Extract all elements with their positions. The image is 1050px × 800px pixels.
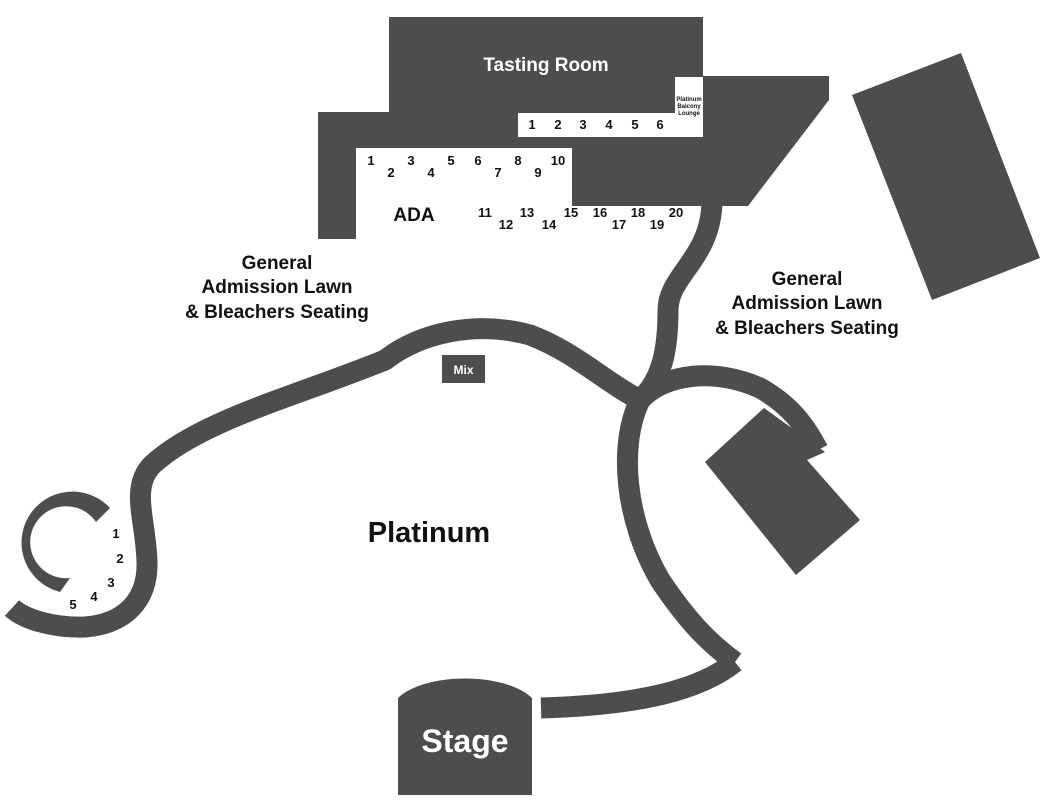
upper-box-9[interactable]: 9 bbox=[534, 165, 541, 180]
circle-box-5[interactable]: 5 bbox=[69, 597, 76, 612]
upper-box-5[interactable]: 5 bbox=[447, 153, 454, 168]
lower-box-19[interactable]: 19 bbox=[650, 217, 664, 232]
lower-box-numbers: 11 12 13 14 15 16 17 18 19 20 bbox=[478, 205, 683, 232]
walkway-upper-left bbox=[4, 318, 645, 638]
walkway-center-down bbox=[616, 395, 742, 671]
platinum-section-label[interactable]: Platinum bbox=[368, 517, 490, 549]
stage-label[interactable]: Stage bbox=[421, 723, 508, 759]
ga-left-line2: Admission Lawn bbox=[202, 277, 353, 298]
lower-box-18[interactable]: 18 bbox=[631, 205, 645, 220]
lower-box-20[interactable]: 20 bbox=[669, 205, 683, 220]
upper-box-7[interactable]: 7 bbox=[494, 165, 501, 180]
upper-box-4[interactable]: 4 bbox=[427, 165, 435, 180]
lower-box-11[interactable]: 11 bbox=[478, 205, 492, 220]
walkways bbox=[4, 199, 828, 719]
tasting-room-right-block bbox=[572, 76, 829, 206]
balcony-lounge-panel bbox=[675, 77, 703, 137]
balcony-box-5[interactable]: 5 bbox=[631, 117, 638, 132]
lower-box-16[interactable]: 16 bbox=[593, 205, 607, 220]
ga-right-line1: General bbox=[772, 269, 843, 290]
lower-box-13[interactable]: 13 bbox=[520, 205, 534, 220]
upper-box-2[interactable]: 2 bbox=[387, 165, 394, 180]
upper-box-3[interactable]: 3 bbox=[407, 153, 414, 168]
circle-box-numbers: 1 2 3 4 5 bbox=[69, 526, 123, 612]
upper-box-10[interactable]: 10 bbox=[551, 153, 565, 168]
balcony-box-3[interactable]: 3 bbox=[579, 117, 586, 132]
lower-box-17[interactable]: 17 bbox=[612, 217, 626, 232]
upper-box-numbers: 1 2 3 4 5 6 7 8 9 10 bbox=[367, 153, 565, 180]
ga-left-label[interactable]: General Admission Lawn & Bleachers Seati… bbox=[185, 253, 369, 323]
ga-left-line3: & Bleachers Seating bbox=[185, 302, 369, 323]
tasting-room-balcony-strip bbox=[518, 137, 703, 148]
ada-label[interactable]: ADA bbox=[393, 205, 434, 226]
balcony-box-2[interactable]: 2 bbox=[554, 117, 561, 132]
stage bbox=[398, 678, 532, 795]
balcony-label-line2: Balcony bbox=[677, 104, 701, 110]
tasting-room-right-stub bbox=[695, 196, 715, 206]
balcony-label-line3: Lounge bbox=[678, 111, 700, 117]
circle-box-2[interactable]: 2 bbox=[116, 551, 123, 566]
balcony-label-line1: Platinum bbox=[676, 97, 701, 103]
ga-left-line1: General bbox=[242, 253, 313, 274]
balcony-box-numbers: 1 2 3 4 5 6 bbox=[528, 117, 663, 132]
mix-label: Mix bbox=[453, 363, 473, 377]
tasting-room-main bbox=[389, 17, 703, 113]
lower-box-15[interactable]: 15 bbox=[564, 205, 578, 220]
tasting-room-top-strip bbox=[318, 112, 518, 148]
upper-box-6[interactable]: 6 bbox=[474, 153, 481, 168]
building-right-lower bbox=[705, 408, 860, 575]
balcony-box-4[interactable]: 4 bbox=[605, 117, 613, 132]
lower-box-14[interactable]: 14 bbox=[542, 217, 557, 232]
mix-booth bbox=[442, 355, 485, 383]
upper-box-1[interactable]: 1 bbox=[367, 153, 374, 168]
balcony-box-1[interactable]: 1 bbox=[528, 117, 535, 132]
ga-right-label[interactable]: General Admission Lawn & Bleachers Seati… bbox=[715, 269, 899, 339]
walkway-right-branch bbox=[632, 365, 828, 455]
upper-box-8[interactable]: 8 bbox=[514, 153, 521, 168]
ga-right-line2: Admission Lawn bbox=[732, 293, 883, 314]
tasting-room-label[interactable]: Tasting Room bbox=[483, 55, 608, 76]
building-far-right bbox=[852, 53, 1040, 300]
walkway-to-stage bbox=[540, 653, 742, 719]
ga-right-line3: & Bleachers Seating bbox=[715, 318, 899, 339]
circle-pavilion bbox=[21, 491, 110, 592]
circle-box-1[interactable]: 1 bbox=[112, 526, 119, 541]
circle-box-4[interactable]: 4 bbox=[90, 589, 98, 604]
circle-box-3[interactable]: 3 bbox=[107, 575, 114, 590]
lower-box-12[interactable]: 12 bbox=[499, 217, 513, 232]
tasting-room-structure bbox=[318, 17, 829, 239]
balcony-box-6[interactable]: 6 bbox=[656, 117, 663, 132]
